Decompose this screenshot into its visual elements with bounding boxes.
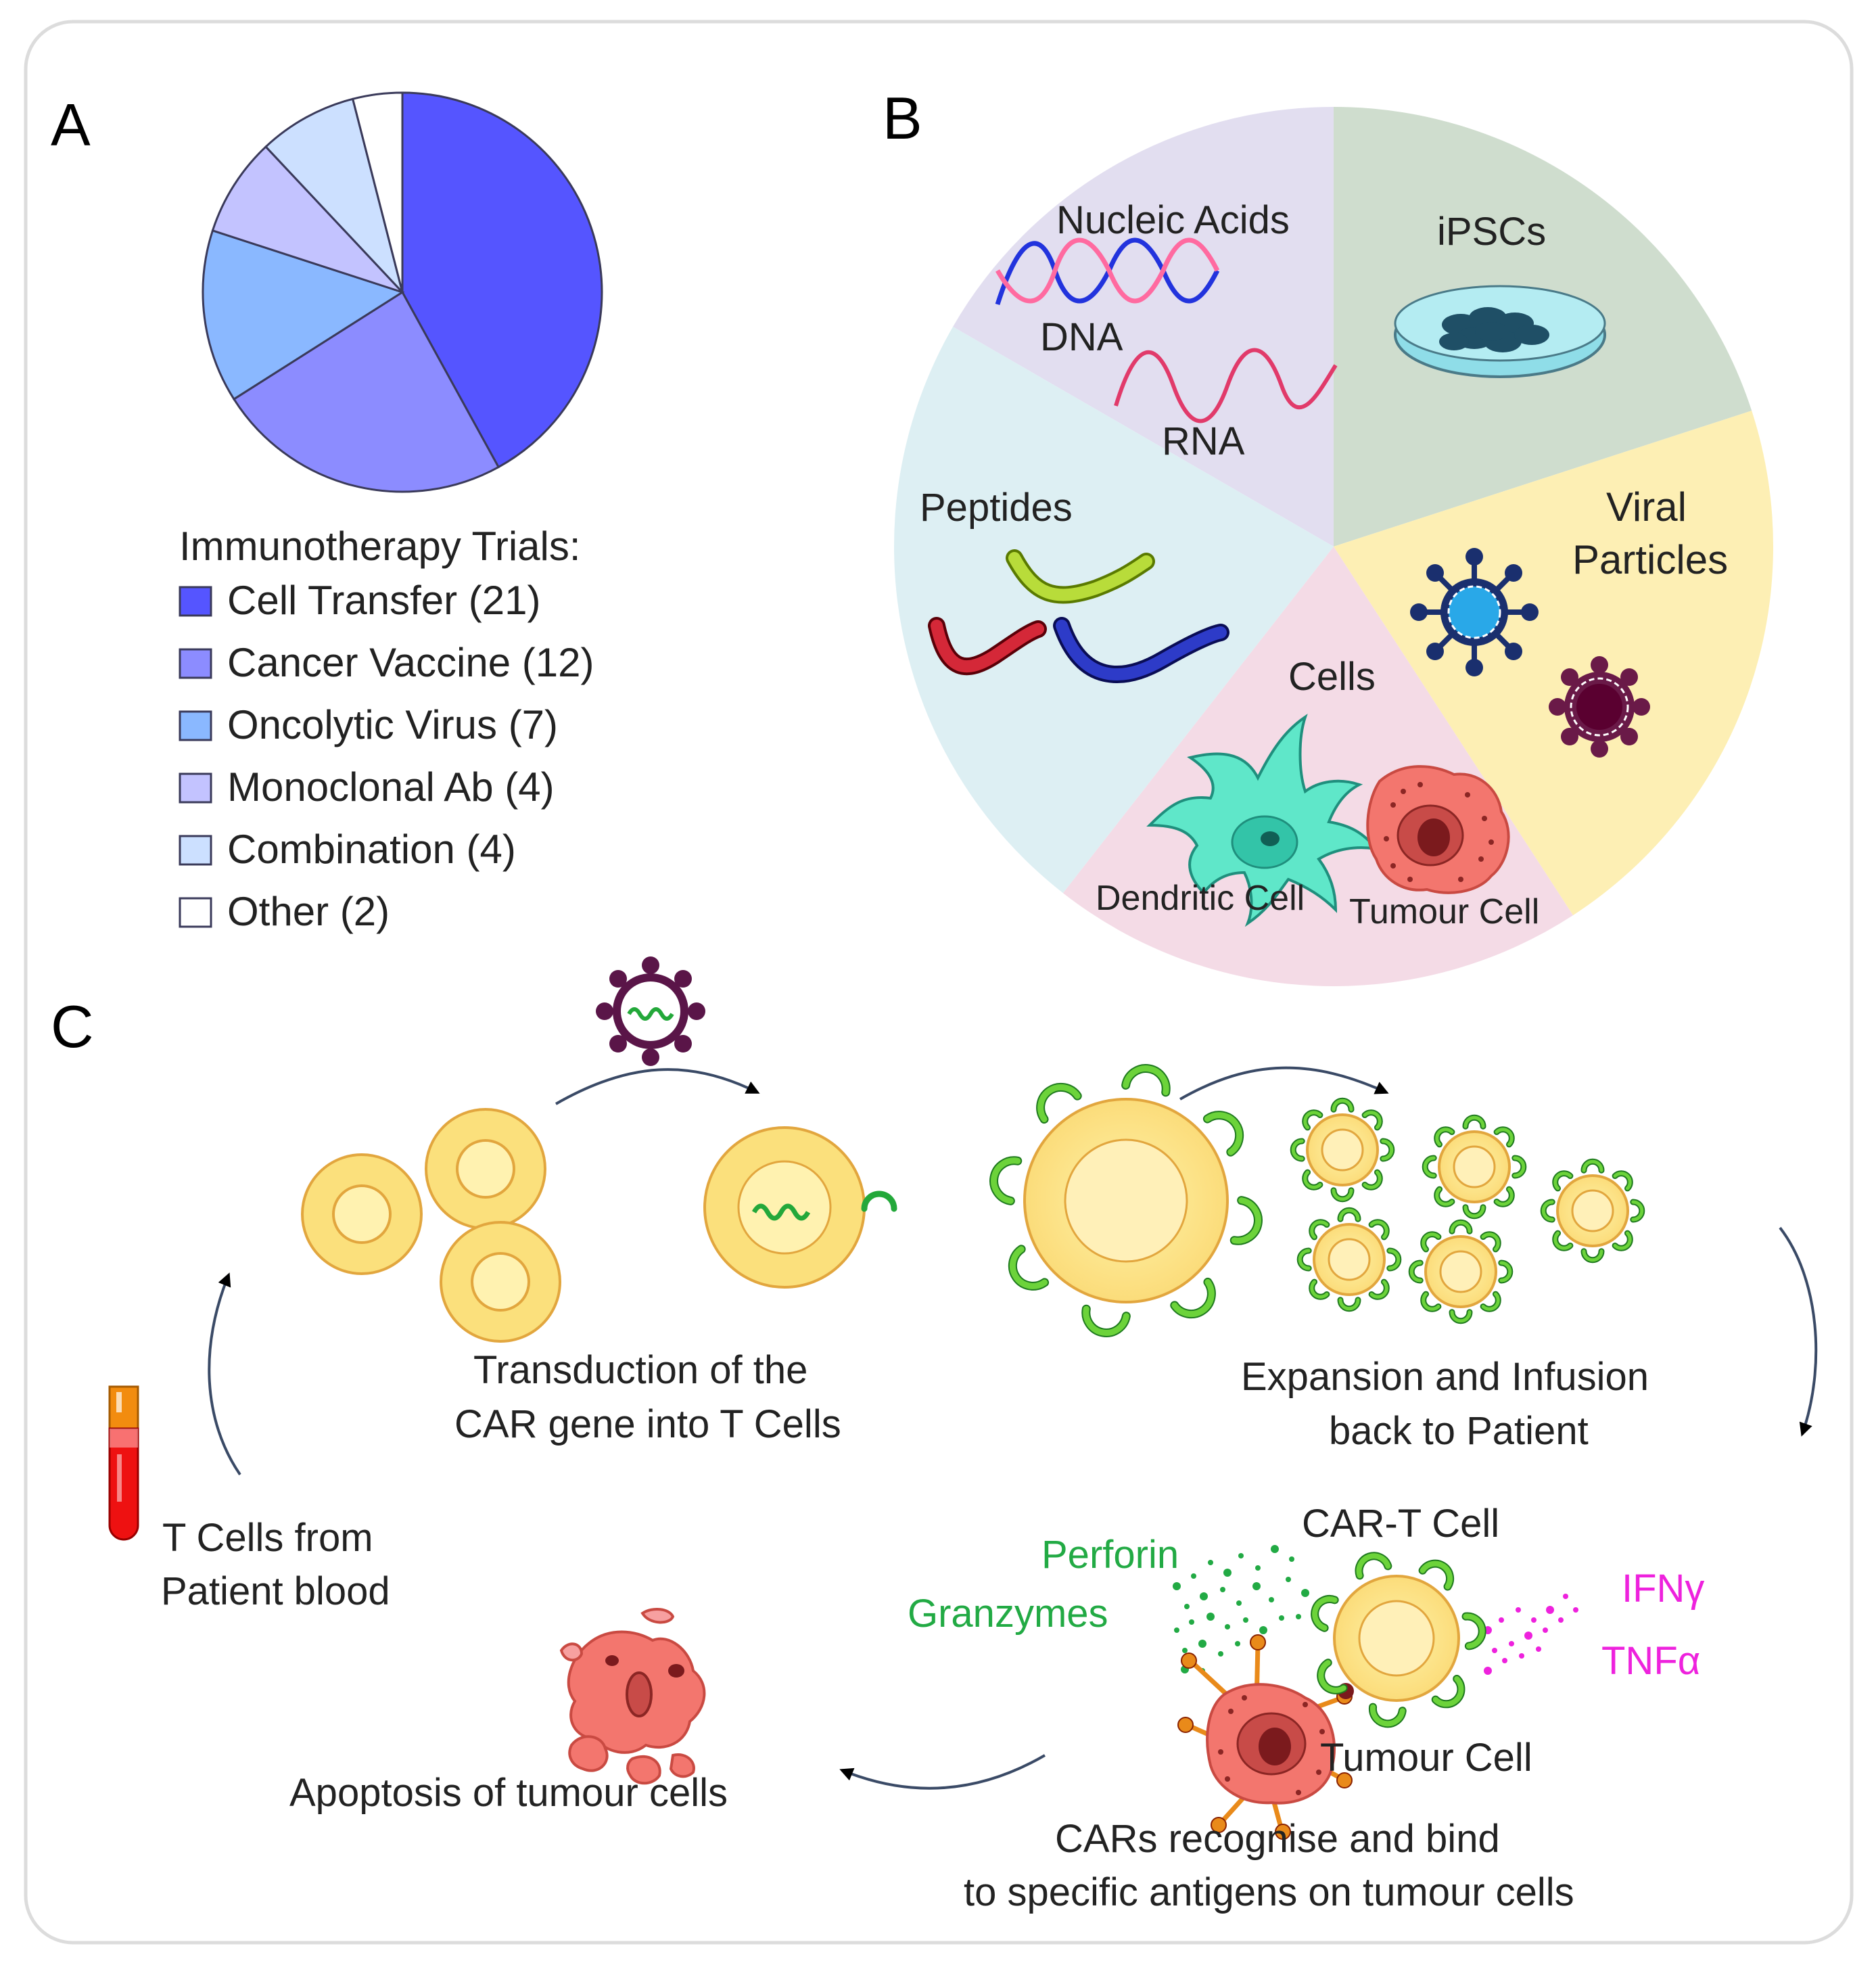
virus-purple-icon <box>1549 656 1650 758</box>
rna-label: RNA <box>1162 419 1245 463</box>
legend-label-4: Combination (4) <box>227 827 516 872</box>
legend-label-1: Cancer Vaccine (12) <box>227 640 594 685</box>
tumour-cell-label-b: Tumour Cell <box>1349 892 1539 931</box>
dna-helix-icon <box>995 237 1220 306</box>
apoptotic-tumour-cell-icon <box>559 1608 706 1785</box>
panel-b-letter: B <box>883 85 922 152</box>
car-t-cell-label: CAR-T Cell <box>1302 1502 1499 1546</box>
transduced-t-cell <box>703 1126 897 1289</box>
cells-label: Cells <box>1288 655 1376 699</box>
cytokine-particles <box>1484 1594 1578 1675</box>
pie-slice-2 <box>202 229 405 401</box>
panel-c-letter: C <box>51 993 94 1060</box>
dendritic-cell-label: Dendritic Cell <box>1096 879 1305 918</box>
pie-chart <box>202 91 603 493</box>
legend-swatch-3 <box>179 772 212 804</box>
blood-tube-icon <box>108 1385 139 1541</box>
granzymes-label: Granzymes <box>908 1592 1108 1636</box>
legend-label-3: Monoclonal Ab (4) <box>227 764 555 810</box>
wheel-segment-peptides <box>894 327 1334 894</box>
tumour-cell-icon-b <box>1366 765 1510 894</box>
wheel-segment-viral <box>1334 411 1773 916</box>
legend-title: Immunotherapy Trials: <box>179 524 581 569</box>
petri-dish-icon <box>1394 285 1606 378</box>
perforin-label: Perforin <box>1041 1533 1179 1577</box>
pie-slice-4 <box>264 97 404 294</box>
nucleic-acids-label: Nucleic Acids <box>1056 198 1290 242</box>
dendritic-cell-icon <box>1146 714 1380 927</box>
transduction-label-2: CAR gene into T Cells <box>454 1402 841 1446</box>
pie-legend: Cell Transfer (21) Cancer Vaccine (12) Onc… <box>179 578 594 934</box>
legend-label-2: Oncolytic Virus (7) <box>227 702 558 747</box>
pie-slice-1 <box>232 290 500 493</box>
legend-label-0: Cell Transfer (21) <box>227 578 540 623</box>
t-cells-group <box>301 1108 561 1343</box>
tumour-cell-label-c: Tumour Cell <box>1320 1736 1532 1780</box>
expansion-label-2: back to Patient <box>1329 1409 1589 1453</box>
dna-label: DNA <box>1040 315 1123 359</box>
legend-swatch-0 <box>179 586 212 617</box>
expansion-label-1: Expansion and Infusion <box>1241 1355 1649 1399</box>
viral-particles-label-2: Particles <box>1572 537 1728 582</box>
t-cells-label-2: Patient blood <box>161 1569 390 1613</box>
panel-a-letter: A <box>51 91 91 158</box>
legend-label-5: Other (2) <box>227 889 390 934</box>
wheel-segment-nucleic-acids <box>953 107 1334 547</box>
car-t-cell-binding <box>1311 1552 1486 1728</box>
legend-swatch-4 <box>179 835 212 866</box>
legend-swatch-5 <box>179 897 212 928</box>
ipscs-label: iPSCs <box>1437 210 1546 254</box>
peptides-label: Peptides <box>920 486 1073 530</box>
virus-blue-icon <box>1410 548 1539 676</box>
apoptosis-label: Apoptosis of tumour cells <box>289 1771 728 1815</box>
rna-strand-icon <box>1114 348 1338 423</box>
transduction-label-1: Transduction of the <box>473 1348 807 1392</box>
pie-slice-5 <box>351 91 404 293</box>
tumour-cell-target <box>1177 1634 1354 1840</box>
recognise-label-1: CARs recognise and bind <box>1055 1817 1500 1861</box>
tnf-alpha-label: TNFα <box>1601 1639 1700 1683</box>
pie-slice-3 <box>211 145 404 294</box>
car-t-cell-large <box>989 1064 1263 1337</box>
t-cells-label-1: T Cells from <box>162 1516 373 1560</box>
recognise-label-2: to specific antigens on tumour cells <box>964 1870 1574 1914</box>
ifn-gamma-label: IFNγ <box>1622 1567 1704 1611</box>
pie-slice-0 <box>401 91 603 469</box>
legend-swatch-1 <box>179 648 212 679</box>
legend-swatch-2 <box>179 710 212 741</box>
viral-particles-label-1: Viral <box>1606 484 1687 530</box>
viral-vector-icon <box>596 956 705 1066</box>
expanded-car-t-cells <box>1290 1097 1645 1324</box>
peptide-strands-icon <box>928 549 1229 683</box>
cycle-arrows <box>208 1066 1818 1790</box>
